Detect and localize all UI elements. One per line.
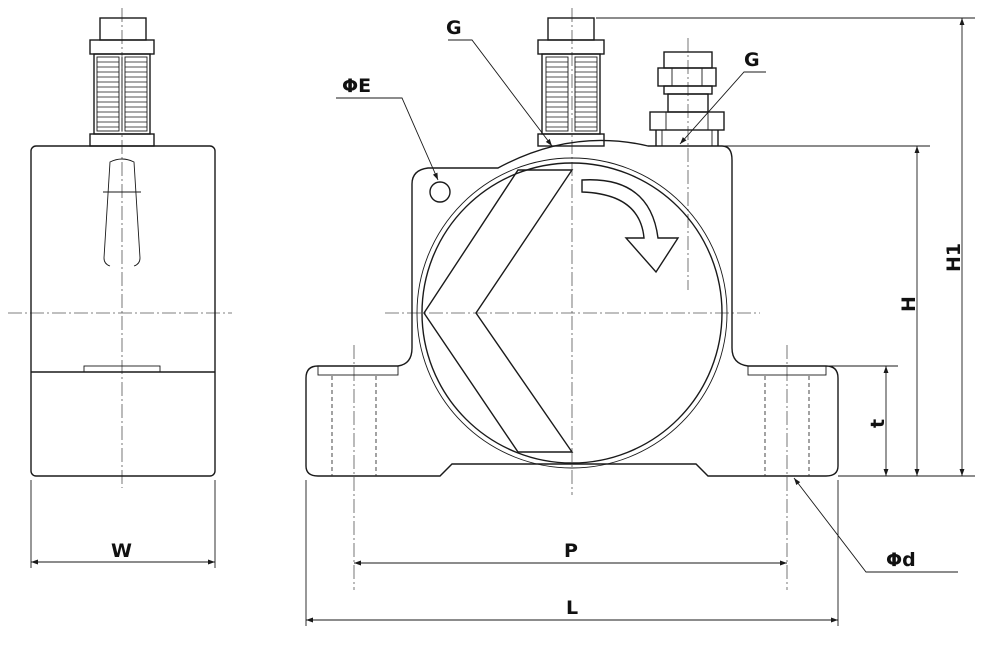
side-body xyxy=(30,145,216,477)
leader-phi-E xyxy=(336,97,439,181)
side-silencer xyxy=(89,17,155,147)
label-H: H xyxy=(898,296,920,312)
label-phi-E: ΦE xyxy=(342,75,371,97)
outlet-fitting xyxy=(649,51,725,146)
v-track xyxy=(423,169,574,453)
side-slot xyxy=(103,158,141,267)
rotor-housing-circle xyxy=(421,162,723,464)
label-H1: H1 xyxy=(943,243,965,272)
label-L: L xyxy=(566,597,578,619)
front-silencer xyxy=(537,17,605,147)
label-G-inlet: G xyxy=(446,17,462,39)
mounting-hole-E xyxy=(429,181,451,203)
housing xyxy=(305,139,839,477)
leader-G-outlet xyxy=(679,71,766,145)
label-P: P xyxy=(564,540,578,562)
rotation-arrow xyxy=(581,179,680,274)
label-phi-d: Φd xyxy=(886,549,916,571)
label-G-outlet: G xyxy=(744,49,760,71)
front-view: H1 H t L P ΦE G G Φd xyxy=(305,8,975,626)
side-view: W xyxy=(8,8,232,568)
leader-phi-d xyxy=(793,477,958,573)
label-W: W xyxy=(111,540,132,562)
leader-G-inlet xyxy=(448,39,553,147)
label-t: t xyxy=(867,419,889,428)
